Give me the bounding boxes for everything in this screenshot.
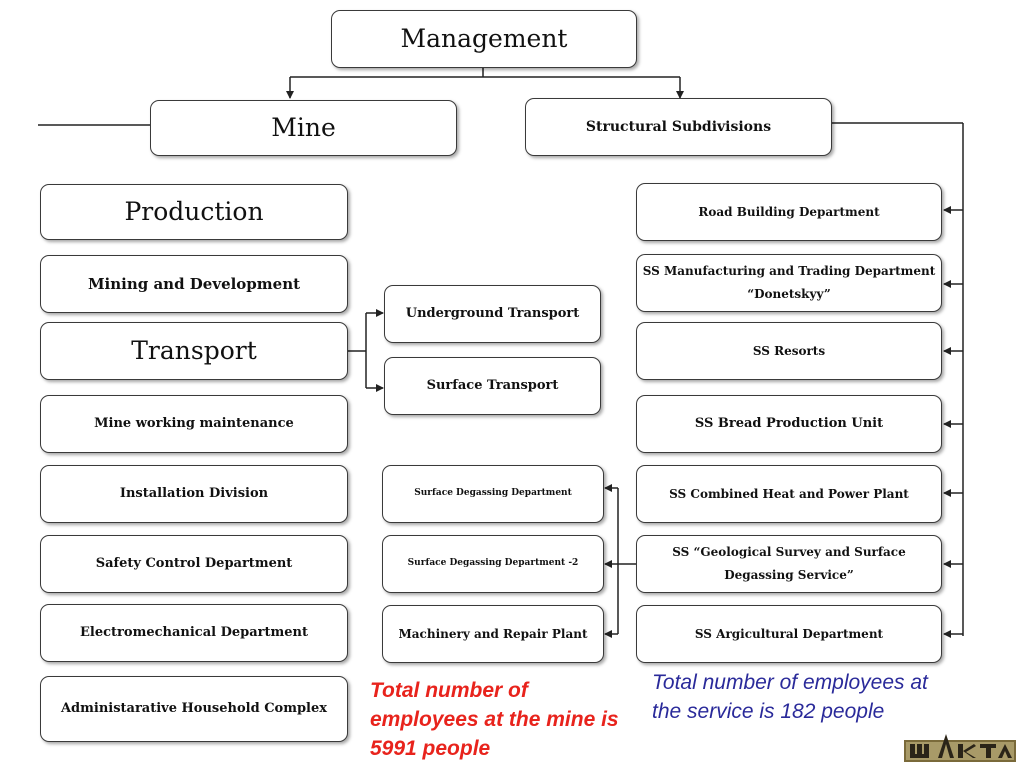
structural-unit-resorts: SS Resorts — [636, 322, 942, 380]
management-node: Management — [331, 10, 637, 68]
structural-unit-agricultural: SS Argicultural Department — [636, 605, 942, 663]
mine-unit-safety-control: Safety Control Department — [40, 535, 348, 593]
degassing-machinery-repair: Machinery and Repair Plant — [382, 605, 604, 663]
structural-unit-bread-production: SS Bread Production Unit — [636, 395, 942, 453]
structural-unit-road-building: Road Building Department — [636, 183, 942, 241]
degassing-unit-1: Surface Degassing Department — [382, 465, 604, 523]
mine-unit-administrative: Administarative Household Complex — [40, 676, 348, 742]
structural-subdivisions-node: Structural Subdivisions — [525, 98, 832, 156]
service-total-note: Total number of employees at the service… — [652, 671, 928, 723]
mine-node: Mine — [150, 100, 457, 156]
mine-unit-installation: Installation Division — [40, 465, 348, 523]
structural-unit-geological-survey: SS “Geological Survey and Surface Degass… — [636, 535, 942, 593]
mine-unit-mining-development: Mining and Development — [40, 255, 348, 313]
degassing-unit-2: Surface Degassing Department -2 — [382, 535, 604, 593]
company-logo-icon — [904, 734, 1016, 762]
mine-unit-transport: Transport — [40, 322, 348, 380]
mine-unit-maintenance: Mine working maintenance — [40, 395, 348, 453]
structural-unit-heat-power: SS Combined Heat and Power Plant — [636, 465, 942, 523]
mine-unit-production: Production — [40, 184, 348, 240]
mine-total-note: Total number of employees at the mine is… — [370, 679, 619, 760]
structural-unit-manufacturing-trading: SS Manufacturing and Trading Department … — [636, 254, 942, 312]
transport-underground: Underground Transport — [384, 285, 601, 343]
transport-surface: Surface Transport — [384, 357, 601, 415]
mine-unit-electromechanical: Electromechanical Department — [40, 604, 348, 662]
